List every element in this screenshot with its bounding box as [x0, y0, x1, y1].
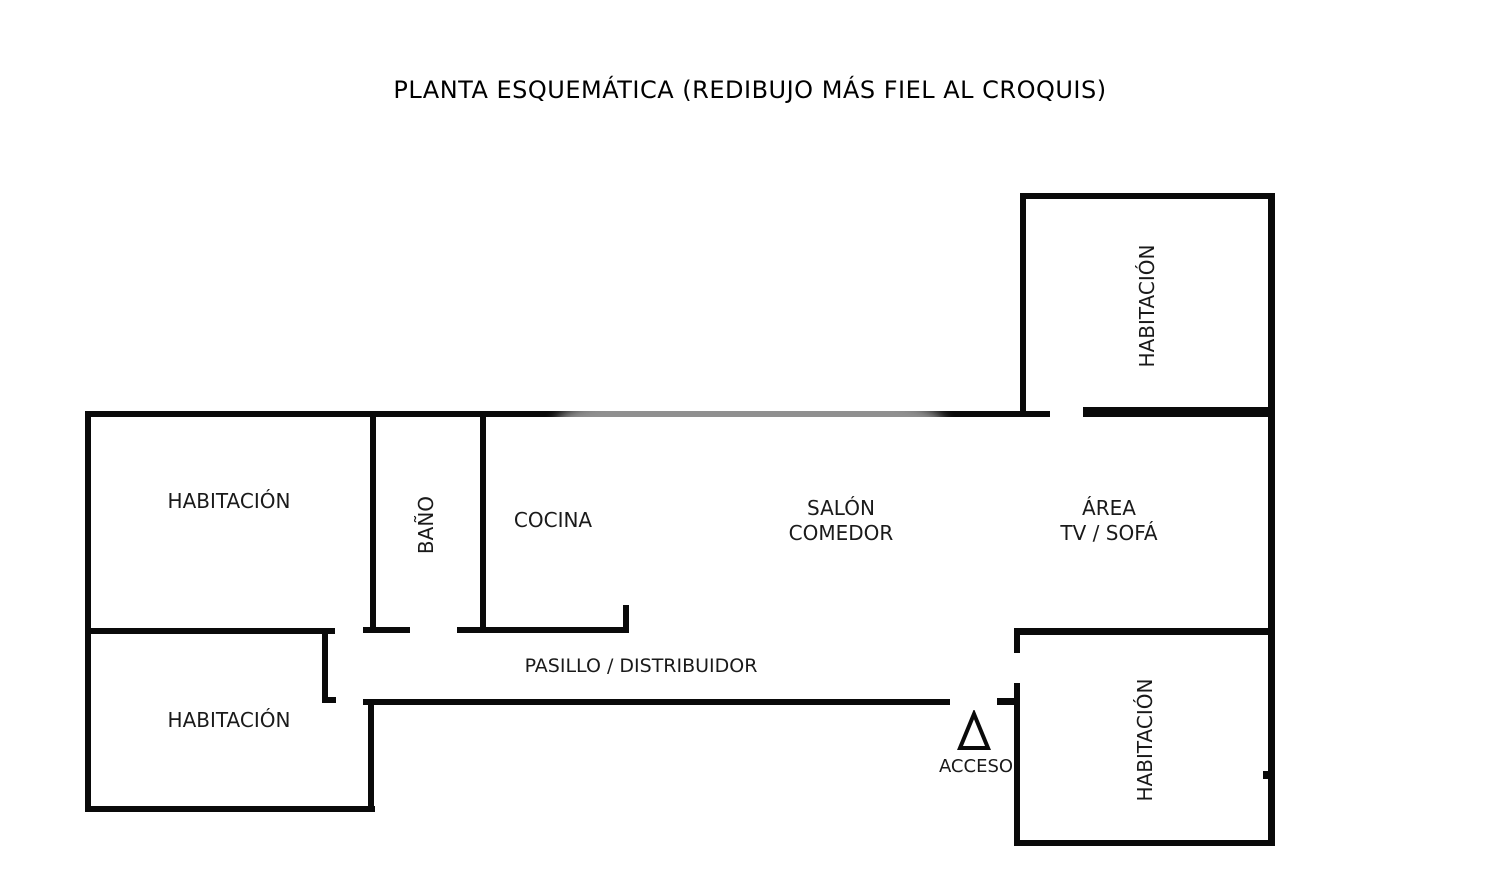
room-label-text: BAÑO [413, 495, 438, 555]
wall-cocina-left [480, 411, 486, 633]
wall-right-notch [1263, 771, 1269, 779]
room-label-text: HABITACIÓN [1134, 244, 1159, 368]
wall-habitacion-tr-top [1020, 193, 1275, 199]
wall-left-rooms-divider [85, 628, 335, 634]
wall-habitacion-br-left-upper [1014, 628, 1020, 653]
wall-top-right-thick [1083, 407, 1275, 417]
wall-habitacion-bl-right [368, 699, 374, 812]
wall-habitacion-tr-left [1020, 193, 1026, 417]
room-label-text: HABITACIÓN [167, 707, 291, 732]
wall-right-outer [1268, 193, 1275, 846]
room-label-line2: TV / SOFÁ [1060, 521, 1158, 545]
room-label-area-tv-sofa: ÁREA TV / SOFÁ [1009, 496, 1209, 546]
room-label-text: HABITACIÓN [167, 488, 291, 513]
wall-habitacion-bl-bottom [85, 806, 375, 812]
room-label-text: PASILLO / DISTRIBUIDOR [524, 654, 758, 677]
room-label-cocina: COCINA [473, 507, 633, 533]
room-label-habitacion-bottom-left: HABITACIÓN [129, 707, 329, 733]
wall-bano-foot [363, 627, 410, 633]
wall-band-bottom-right [1014, 628, 1272, 635]
wall-pasillo-bottom [363, 699, 950, 705]
white-smudge-artifact [555, 385, 945, 465]
room-label-habitacion-top-left: HABITACIÓN [129, 488, 329, 514]
room-label-text: COCINA [513, 507, 593, 532]
room-label-text: HABITACIÓN [1132, 678, 1157, 802]
wall-bano-left [370, 411, 376, 633]
room-label-bano: BAÑO [414, 485, 438, 565]
wall-entry-jamb-vertical [322, 633, 328, 700]
wall-pasillo-bottom-right [997, 698, 1020, 705]
wall-cocina-stub [623, 605, 629, 632]
wall-habitacion-br-bottom [1014, 840, 1272, 846]
room-label-habitacion-top-right: HABITACIÓN [1135, 226, 1159, 386]
room-label-line1: SALÓN [807, 496, 875, 520]
wall-habitacion-br-left-lower [1014, 683, 1020, 846]
entrance-label-text: ACCESO [938, 755, 1014, 777]
room-label-habitacion-bottom-right: HABITACIÓN [1133, 660, 1157, 820]
entrance-label: ACCESO [906, 754, 1046, 778]
wall-entry-jamb-tick [322, 697, 336, 703]
room-label-pasillo-distribuidor: PASILLO / DISTRIBUIDOR [511, 653, 771, 679]
wall-left-outer [85, 411, 91, 812]
room-label-line2: COMEDOR [788, 521, 894, 545]
wall-cocina-bottom [457, 627, 629, 633]
page-title: PLANTA ESQUEMÁTICA (REDIBUJO MÁS FIEL AL… [393, 76, 1107, 104]
triangle-up-icon [957, 710, 991, 750]
room-label-salon-comedor: SALÓN COMEDOR [741, 496, 941, 546]
room-label-line1: ÁREA [1082, 496, 1136, 520]
